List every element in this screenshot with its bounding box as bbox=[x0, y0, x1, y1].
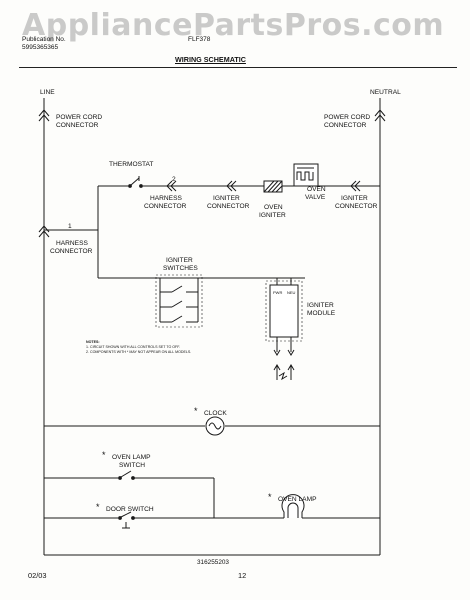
marker-1: 1 bbox=[68, 223, 72, 230]
clock-asterisk: * bbox=[194, 406, 198, 416]
oven-lamp-switch-label-1: OVEN LAMP bbox=[112, 454, 151, 461]
line-label: LINE bbox=[40, 89, 55, 96]
note-2: 2. COMPONENTS WITH * MAY NOT APPEAR ON A… bbox=[86, 350, 192, 355]
igniter-connector-symbol bbox=[226, 180, 237, 192]
power-cord-right-symbol bbox=[374, 109, 386, 122]
publication-number: 5995365365 bbox=[22, 44, 59, 51]
harness-top-label-2: CONNECTOR bbox=[144, 203, 187, 210]
power-cord-left-label-1: POWER CORD bbox=[56, 114, 103, 121]
thermostat-label: THERMOSTAT bbox=[109, 161, 154, 168]
marker-2: 2 bbox=[172, 176, 176, 183]
module-pin-left: PWR bbox=[273, 290, 283, 295]
schematic-notes: NOTES: 1. CIRCUIT SHOWN WITH ALL CONTROL… bbox=[86, 340, 191, 356]
oven-lamp-switch-label-2: SWITCH bbox=[119, 462, 146, 469]
igniter-connector-label-1: IGNITER bbox=[213, 195, 240, 202]
igniter-connector-right-label-2: CONNECTOR bbox=[335, 203, 378, 210]
oven-valve-label-1: OVEN bbox=[307, 186, 326, 193]
power-cord-right-label-2: CONNECTOR bbox=[324, 122, 367, 129]
harness-top-label-1: HARNESS bbox=[150, 195, 182, 202]
igniter-connector-right-label-1: IGNITER bbox=[341, 195, 368, 202]
harness-left-label-2: CONNECTOR bbox=[50, 248, 93, 255]
oven-lamp-label: OVEN LAMP bbox=[278, 496, 317, 503]
power-cord-left-label-2: CONNECTOR bbox=[56, 122, 99, 129]
part-number: 316255203 bbox=[197, 559, 229, 566]
clock-label: CLOCK bbox=[204, 410, 227, 417]
module-pin-right: NEU bbox=[287, 290, 296, 295]
door-switch-label: DOOR SWITCH bbox=[106, 506, 154, 513]
publication-label: Publication No. bbox=[22, 36, 66, 43]
oven-lamp-asterisk: * bbox=[268, 492, 272, 502]
model-number: FLF378 bbox=[188, 36, 211, 43]
harness-left-label-1: HARNESS bbox=[56, 240, 88, 247]
oven-igniter-label-2: IGNITER bbox=[259, 212, 286, 219]
footer-date: 02/03 bbox=[28, 571, 47, 580]
harness-top-symbol bbox=[166, 180, 177, 192]
igniter-module-label-2: MODULE bbox=[307, 310, 336, 317]
watermark: AppliancePartsPros.com bbox=[22, 8, 445, 43]
igniter-module-label-1: IGNITER bbox=[307, 302, 334, 309]
oven-igniter-label-1: OVEN bbox=[264, 204, 283, 211]
header-rule bbox=[19, 67, 457, 68]
oven-lamp-switch-asterisk: * bbox=[102, 450, 106, 460]
neutral-label: NEUTRAL bbox=[370, 89, 401, 96]
note-1: 1. CIRCUIT SHOWN WITH ALL CONTROLS SET T… bbox=[86, 345, 181, 350]
page-title: WIRING SCHEMATIC bbox=[175, 55, 246, 64]
power-cord-right-label-1: POWER CORD bbox=[324, 114, 371, 121]
notes-heading: NOTES: bbox=[86, 340, 100, 344]
igniter-connector-right-symbol bbox=[350, 180, 361, 192]
page-number: 12 bbox=[238, 571, 247, 580]
oven-valve-label-2: VALVE bbox=[305, 194, 326, 201]
door-switch-asterisk: * bbox=[96, 502, 100, 512]
igniter-switches-label-1: IGNITER bbox=[166, 257, 193, 264]
igniter-switches-label-2: SWITCHES bbox=[163, 265, 198, 272]
igniter-connector-label-2: CONNECTOR bbox=[207, 203, 250, 210]
power-cord-left-symbol bbox=[38, 109, 50, 122]
